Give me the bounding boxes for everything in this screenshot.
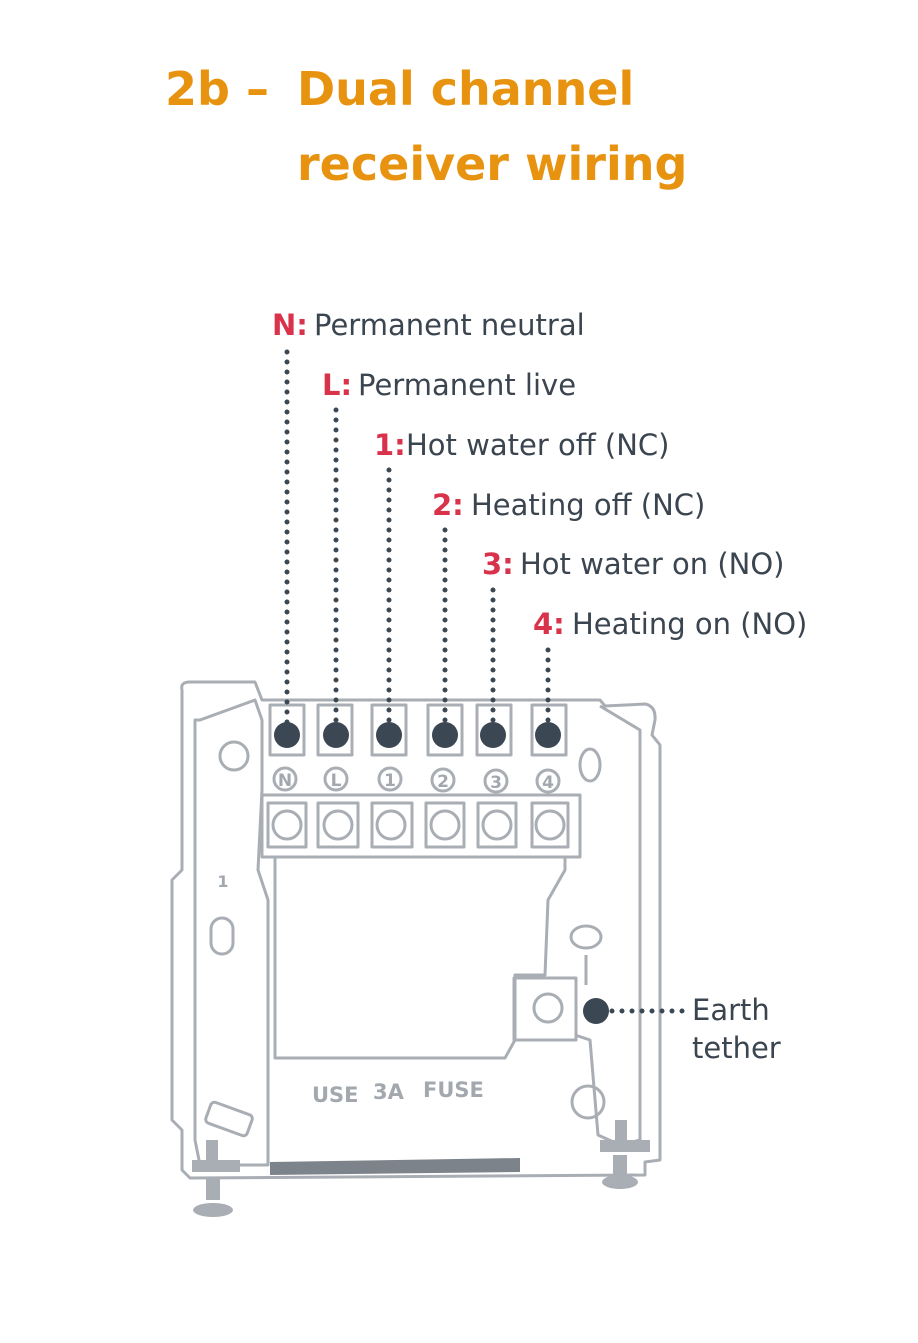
terminal-key: 2: (432, 488, 464, 522)
terminal-fin (530, 703, 568, 757)
device-mark-l: L (331, 771, 342, 791)
terminal-key: N: (272, 308, 308, 342)
title-line1: Dual channel (297, 62, 634, 116)
connector-2 (432, 527, 458, 748)
terminal-marks: N L 1 2 3 4 (272, 766, 561, 794)
fuse-text-3a: 3A (373, 1080, 405, 1104)
terminal-fin (268, 703, 306, 757)
connector-l (323, 407, 349, 748)
connector-n (274, 349, 300, 748)
terminal-description: Hot water off (NC) (406, 428, 670, 462)
terminal-fin (370, 703, 408, 757)
screw-icon (271, 809, 303, 841)
device-mark-n: N (278, 771, 292, 791)
earth-clamp (512, 976, 578, 1042)
terminal-label-2: 2: Heating off (NC) (432, 488, 705, 522)
fuse-text-use: USE (312, 1083, 359, 1107)
device-mark-2: 2 (437, 772, 449, 792)
terminal-block (260, 793, 582, 859)
device-mark-4: 4 (542, 773, 554, 793)
device-mark-1: 1 (384, 771, 396, 791)
fuse-text-fuse: FUSE (423, 1078, 484, 1102)
receiver-backplate: N L 1 2 3 4 1 USE 3A F (170, 680, 662, 1217)
mount-screw-icon (218, 740, 250, 772)
base-bar (270, 1158, 520, 1175)
terminal-label-l: L: Permanent live (322, 368, 576, 402)
terminal-screws (266, 801, 570, 849)
terminal-key: 3: (482, 547, 514, 581)
terminal-key: 4: (533, 607, 565, 641)
screw-icon (534, 809, 566, 841)
connector-earth (583, 998, 691, 1024)
earth-screw-icon (532, 992, 564, 1024)
mount-screw-icon (570, 1084, 606, 1120)
terminal-label-4: 4: Heating on (NO) (533, 607, 807, 641)
terminal-fin (316, 703, 354, 757)
screw-icon (375, 809, 407, 841)
terminal-label-1: 1: Hot water off (NC) (374, 428, 670, 462)
terminal-fin (475, 703, 513, 757)
terminal-description: Heating on (NO) (572, 607, 807, 641)
foot-screw-left (192, 1140, 240, 1217)
earth-label-line1: Earth (692, 993, 770, 1027)
title-prefix: 2b – (165, 62, 269, 116)
terminal-fin (426, 703, 464, 757)
terminal-key: 1: (374, 428, 406, 462)
device-side-mark: 1 (217, 872, 228, 891)
terminal-label-3: 3: Hot water on (NO) (482, 547, 784, 581)
terminal-description: Hot water on (NO) (520, 547, 784, 581)
terminal-key: L: (322, 368, 352, 402)
terminal-description: Heating off (NC) (471, 488, 705, 522)
terminal-label-n: N: Permanent neutral (272, 308, 585, 342)
screw-icon (429, 809, 461, 841)
connector-4 (535, 647, 561, 748)
foot-screw-right (600, 1120, 650, 1189)
title-line2: receiver wiring (297, 137, 687, 191)
screw-icon (322, 809, 354, 841)
terminal-description: Permanent live (358, 368, 576, 402)
device-mark-3: 3 (490, 773, 502, 793)
earth-label-line2: tether (692, 1031, 781, 1065)
terminal-description: Permanent neutral (314, 308, 585, 342)
screw-icon (481, 809, 513, 841)
connector-1 (376, 467, 402, 748)
connector-3 (480, 587, 506, 748)
